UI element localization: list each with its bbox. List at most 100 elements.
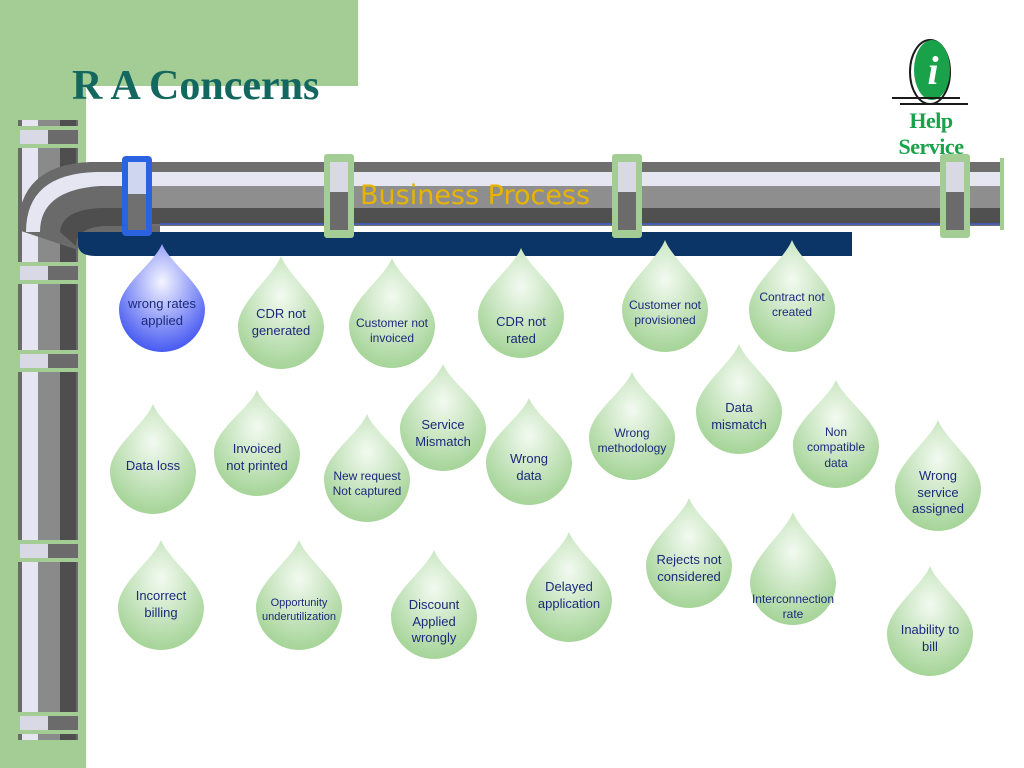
concern-label-line: Customer not xyxy=(628,298,702,312)
concern-label-line: not printed xyxy=(226,457,288,473)
concern-label: Data loss xyxy=(107,458,199,475)
concern-label-line: Wrong xyxy=(614,426,650,440)
concern-label-line: Interconnection xyxy=(751,592,835,606)
drop-shape xyxy=(793,380,879,488)
help-service-label: Help Service xyxy=(898,108,964,159)
concern-label-line: Opportunity xyxy=(270,597,328,609)
concern-label-line: Invoiced xyxy=(232,441,282,456)
help-glyph: i xyxy=(927,48,938,93)
concern-label-line: CDR not xyxy=(256,306,306,321)
drop-shape xyxy=(118,540,204,650)
drop-shape xyxy=(214,390,300,496)
concern-label-line: CDR not xyxy=(496,314,546,329)
drop-shape xyxy=(119,244,205,352)
info-icon: i xyxy=(892,39,968,105)
concern-label-line: compatible xyxy=(806,440,866,455)
concern-label-line: service xyxy=(917,484,959,500)
concern-label-line: application xyxy=(537,595,601,611)
concern-label-line: rated xyxy=(506,330,536,346)
business-process-label: Business Process xyxy=(360,180,591,211)
concern-label-line: Non xyxy=(824,425,847,439)
concern-label-line: Data loss xyxy=(125,458,181,473)
help-service-logo[interactable]: i Help Service xyxy=(876,34,986,159)
drop-shape xyxy=(110,404,196,514)
concern-label-line: billing xyxy=(144,604,178,620)
concern-label-line: Mismatch xyxy=(415,433,471,449)
concern-label-line: Contract not xyxy=(759,290,825,304)
concern-label-line: considered xyxy=(657,568,721,584)
drop-shape xyxy=(750,512,836,625)
concern-label-line: generated xyxy=(251,322,311,338)
drop-shape xyxy=(696,344,782,454)
drop-shape xyxy=(589,372,675,480)
drop-shape xyxy=(486,398,572,505)
concern-label-line: applied xyxy=(141,312,183,328)
concern-label-line: Not captured xyxy=(332,484,402,499)
drop-shape xyxy=(622,240,708,352)
concern-label-line: created xyxy=(771,305,813,320)
concern-label-line: Wrong xyxy=(509,451,549,466)
concern-label-line: invoiced xyxy=(369,331,415,346)
drop-shape xyxy=(478,248,564,358)
concern-label-line: data xyxy=(516,467,542,483)
drop-shape xyxy=(256,540,342,650)
concern-label-line: Customer not xyxy=(355,316,429,330)
concern-label-line: Discount xyxy=(408,597,460,612)
concern-label-line: Incorrect xyxy=(135,588,187,603)
concern-label-line: wrongly xyxy=(411,630,457,646)
drop-shape xyxy=(324,414,410,522)
concern-label-line: Wrong xyxy=(918,468,958,483)
concern-label-line: rate xyxy=(782,607,804,622)
concern-label-line: Service xyxy=(421,417,465,432)
concern-label-line: assigned xyxy=(911,501,965,517)
drop-shape xyxy=(887,566,973,676)
drop-shape xyxy=(646,498,732,608)
concern-label-line: bill xyxy=(922,638,938,654)
drop-shape xyxy=(749,240,835,352)
slide-title: R A Concerns xyxy=(72,63,320,109)
drop-shape xyxy=(895,420,981,531)
concern-label-line: New request xyxy=(333,469,401,483)
drop-shape xyxy=(391,550,477,659)
drop-shape xyxy=(526,532,612,642)
concern-drop-data-loss: Data loss xyxy=(107,404,199,516)
